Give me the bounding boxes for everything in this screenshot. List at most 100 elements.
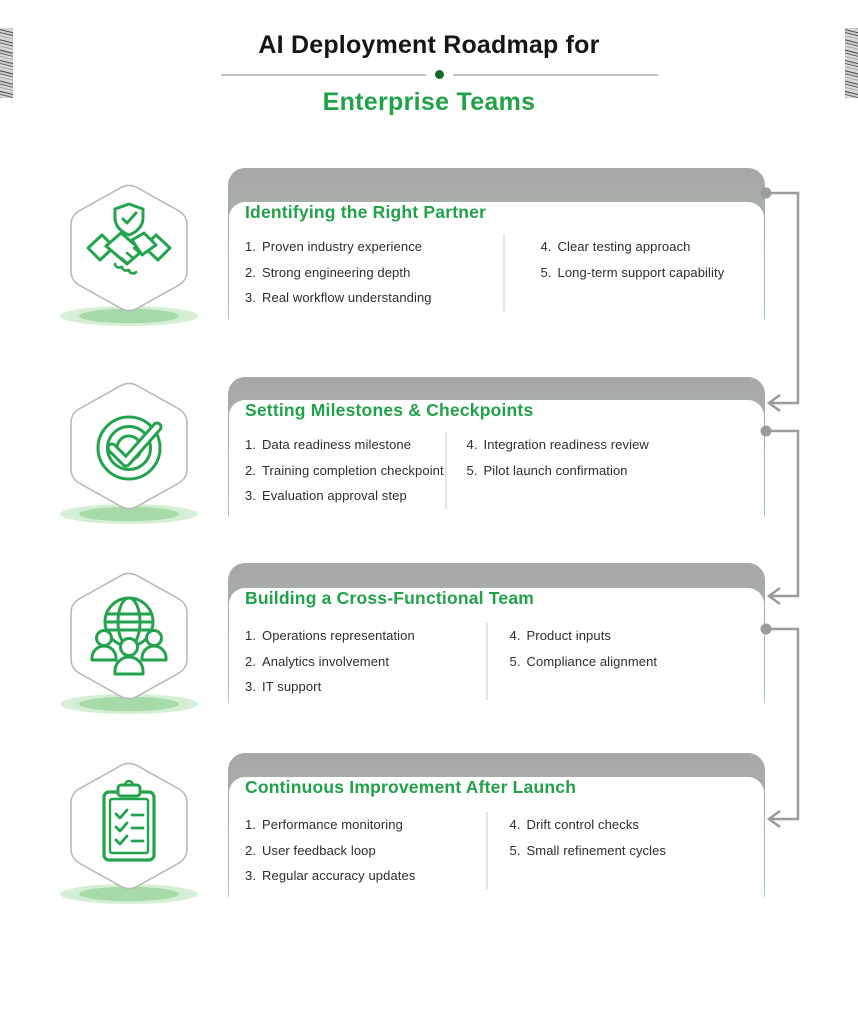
item-number: 1. [245,817,257,833]
item-text: Analytics involvement [262,653,390,669]
item-text: Proven industry experience [262,239,423,255]
list-item: 3. Evaluation approval step [245,483,445,509]
section-title: Identifying the Right Partner [245,202,487,222]
item-number: 5. [466,462,478,478]
list-item: 5. Small refinement cycles [510,838,667,864]
title-divider-dot [435,70,444,79]
item-number: 5. [509,842,521,858]
item-text: Long-term support capability [557,264,725,280]
item-text: IT support [262,679,322,695]
hexagon-badge-1 [60,182,198,332]
hexagon-shadow [60,694,198,714]
item-number: 4. [509,817,521,833]
list-item: 2. User feedback loop [245,838,486,864]
list-item: 5.Compliance alignment [510,649,658,675]
hexagon-shadow [60,504,198,524]
list-item: 1. Data readiness milestone [245,432,445,458]
list-item: 4. Drift control checks [510,812,667,838]
item-number: 5. [509,653,521,669]
section-list-right: 4. Integration readiness review 5. Pilot l… [447,432,649,509]
item-text: Operations representation [262,628,415,644]
section-title: Setting Milestones & Checkpoints [245,400,534,420]
page-title: AI Deployment Roadmap for [258,31,600,59]
item-number: 3. [245,679,257,695]
item-text: Small refinement cycles [526,842,667,858]
item-number: 2. [245,653,257,669]
list-item: 1. Performance monitoring [245,812,486,838]
texture-strip-left [0,28,13,98]
section-list-left: 1. Operations representation 2. Analytics … [245,623,486,700]
section-list-right: 4. Drift control checks 5. Small refinemen… [488,812,667,889]
connector-1 [760,187,800,413]
section-card-3: Building a Cross-Functional Team 1. Opera… [228,563,765,739]
section-card-1: Identifying the Right Partner 1. Proven i… [228,168,765,365]
item-text: Performance monitoring [262,817,403,833]
column-divider [445,432,447,509]
hexagon-badge-4 [60,760,198,910]
list-item: 3. IT support [245,674,486,700]
item-number: 3. [245,290,257,306]
hexagon-badge-3 [60,570,198,720]
list-item: 2. Analytics involvement [245,649,486,675]
section-title: Building a Cross-Functional Team [245,588,535,608]
section-list-right: 4. Clear testing approach 5. Long-term sup… [505,234,725,311]
item-text: Clear testing approach [557,239,691,255]
list-item: 1. Proven industry experience [245,234,503,260]
hexagon-shadow [60,306,198,326]
column-divider [503,234,505,311]
shield-handshake-icon [70,184,188,312]
item-text: Evaluation approval step [262,488,407,504]
title-divider-line-right [453,73,658,76]
list-item: 2.Strong engineering depth [245,260,503,286]
item-text: Strong engineering depth [262,264,411,280]
item-number: 3. [245,488,257,504]
section-title: Continuous Improvement After Launch [245,777,577,797]
hexagon-badge-2 [60,380,198,530]
page-subtitle: Enterprise Teams [322,88,536,116]
section-card-4: Continuous Improvement After Launch 1. Pe… [228,753,765,932]
list-item: 1. Operations representation [245,623,486,649]
section-list-left: 1. Data readiness milestone 2. Training co… [245,432,445,509]
item-text: Integration readiness review [483,437,649,453]
list-item: 3. Regular accuracy updates [245,863,486,889]
title-divider [221,70,658,79]
globe-team-icon [70,572,188,700]
column-divider [486,812,488,889]
list-item: 4. Clear testing approach [541,234,725,260]
item-number: 1. [245,239,257,255]
item-number: 4. [509,628,521,644]
item-number: 3. [245,868,257,884]
list-item: 4.Product inputs [510,623,658,649]
item-text: Training completion checkpoint [262,462,444,478]
item-text: Drift control checks [526,817,640,833]
target-check-icon [70,382,188,510]
item-number: 4. [466,437,478,453]
item-number: 1. [245,437,257,453]
column-divider [486,623,488,700]
item-number: 2. [245,842,257,858]
clipboard-checklist-icon [70,762,188,890]
item-text: Data readiness milestone [262,437,412,453]
section-card-2: Setting Milestones & Checkpoints 1. Data … [228,377,765,551]
item-number: 4. [540,239,552,255]
section-list-left: 1. Performance monitoring 2. User feedback… [245,812,486,889]
item-text: Pilot launch confirmation [483,462,628,478]
list-item: 2. Training completion checkpoint [245,458,445,484]
section-list-right: 4.Product inputs 5.Compliance alignment [488,623,658,700]
item-number: 1. [245,628,257,644]
item-text: User feedback loop [262,842,376,858]
texture-strip-right [845,28,858,98]
item-text: Regular accuracy updates [262,868,416,884]
hexagon-shadow [60,884,198,904]
list-item: 5. Long-term support capability [541,260,725,286]
item-number: 2. [245,462,257,478]
connector-2 [760,425,800,606]
title-divider-line-left [221,73,426,76]
list-item: 5. Pilot launch confirmation [467,458,649,484]
list-item: 4. Integration readiness review [467,432,649,458]
item-number: 5. [540,264,552,280]
list-item: 3. Real workflow understanding [245,285,503,311]
item-text: Real workflow understanding [262,290,432,306]
connector-3 [760,623,800,829]
